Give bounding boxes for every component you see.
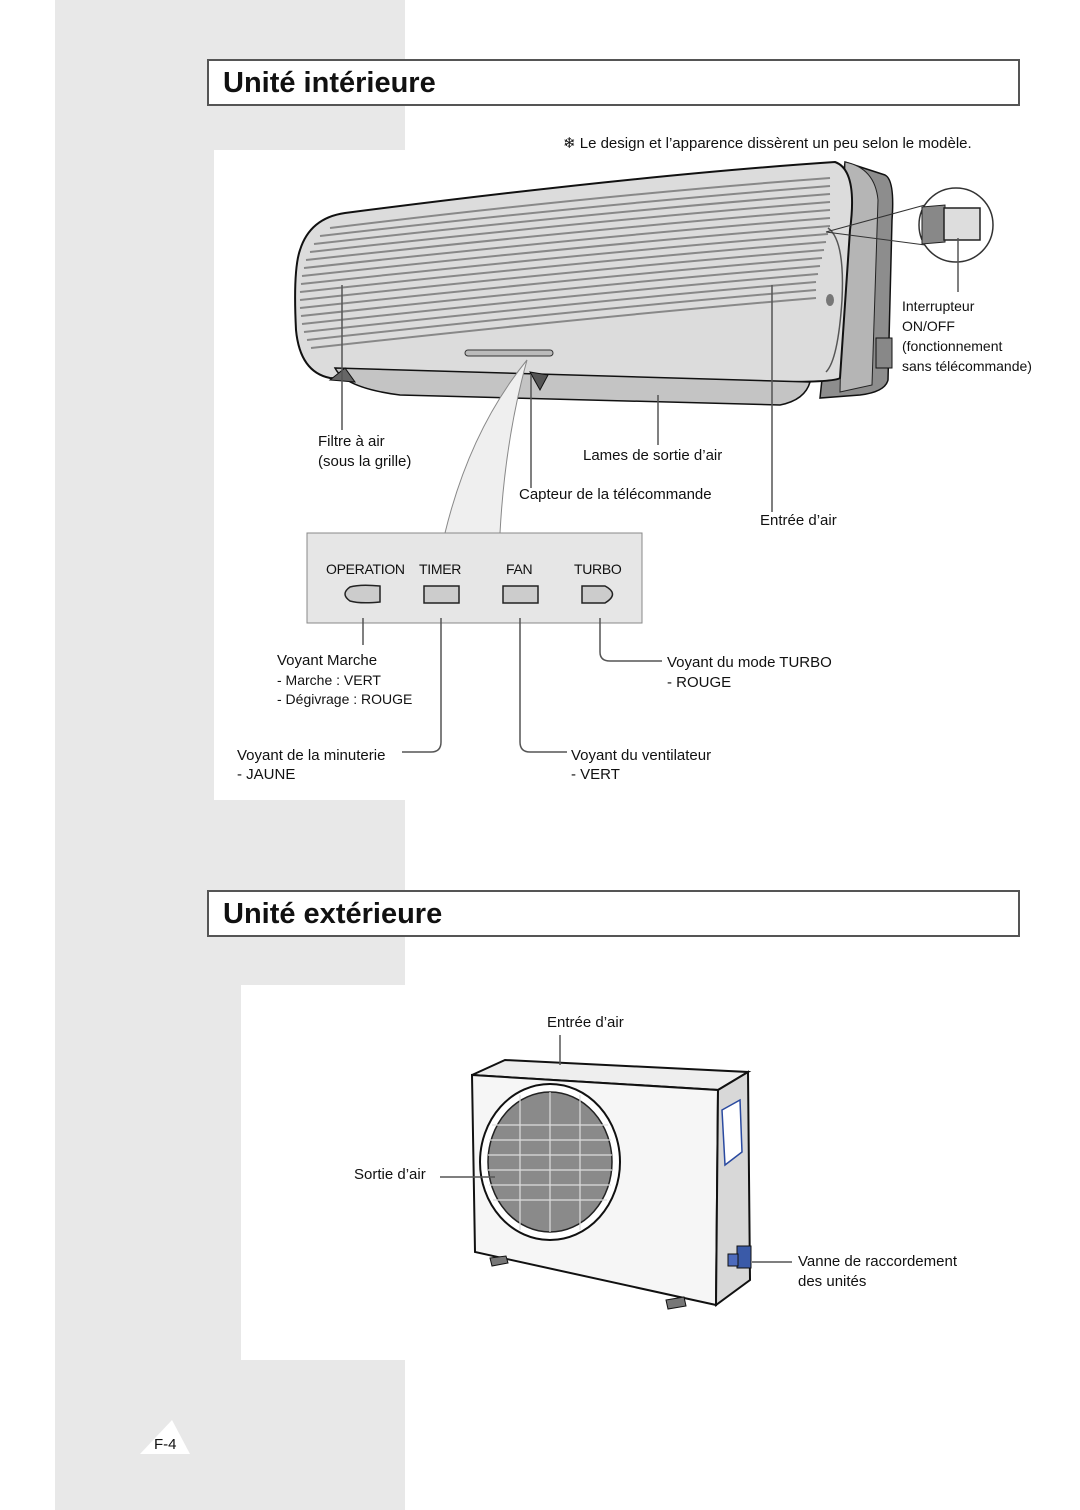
model-note: ❄ Le design et l’apparence dissèrent un … <box>563 135 972 152</box>
timer-lamp-line1: - JAUNE <box>237 766 296 783</box>
valve-label-line1: Vanne de raccordement <box>798 1253 957 1270</box>
indoor-section-title: Unité intérieure <box>223 67 436 99</box>
panel-timer-label: TIMER <box>419 561 462 577</box>
switch-label-line2: ON/OFF <box>902 318 955 334</box>
filter-label-line2: (sous la grille) <box>318 453 412 470</box>
turbo-lamp-title: Voyant du mode TURBO <box>667 654 832 671</box>
operation-lamp-line2: - Dégivrage : ROUGE <box>277 691 413 707</box>
switch-label-line1: Interrupteur <box>902 298 975 314</box>
panel-operation-label: OPERATION <box>326 561 405 577</box>
panel-fan-label: FAN <box>506 561 533 577</box>
remote-sensor-label: Capteur de la télécommande <box>519 486 712 503</box>
turbo-lamp-line1: - ROUGE <box>667 674 732 691</box>
fan-lamp-line1: - VERT <box>571 766 620 783</box>
outdoor-section-title: Unité extérieure <box>223 898 443 930</box>
switch-label-line4: sans télécommande) <box>902 358 1032 374</box>
page-number: F-4 <box>154 1436 177 1453</box>
timer-lamp-title: Voyant de la minuterie <box>237 747 386 764</box>
outdoor-air-inlet-label: Entrée d’air <box>547 1014 624 1031</box>
filter-label-line1: Filtre à air <box>318 433 385 450</box>
operation-lamp-title: Voyant Marche <box>277 652 378 669</box>
switch-label-line3: (fonctionnement <box>902 338 1003 354</box>
panel-turbo-label: TURBO <box>574 561 622 577</box>
valve-label-line2: des unités <box>798 1273 867 1290</box>
indoor-section-title-box: Unité intérieure <box>207 59 1020 106</box>
operation-lamp-line1: - Marche : VERT <box>277 672 381 688</box>
fan-lamp-title: Voyant du ventilateur <box>571 747 712 764</box>
indoor-air-inlet-label: Entrée d’air <box>760 512 837 529</box>
outdoor-section-title-box: Unité extérieure <box>207 890 1020 937</box>
louvers-label: Lames de sortie d’air <box>583 447 723 464</box>
outdoor-figure-area <box>241 985 405 1360</box>
outdoor-air-outlet-label: Sortie d’air <box>354 1166 426 1183</box>
